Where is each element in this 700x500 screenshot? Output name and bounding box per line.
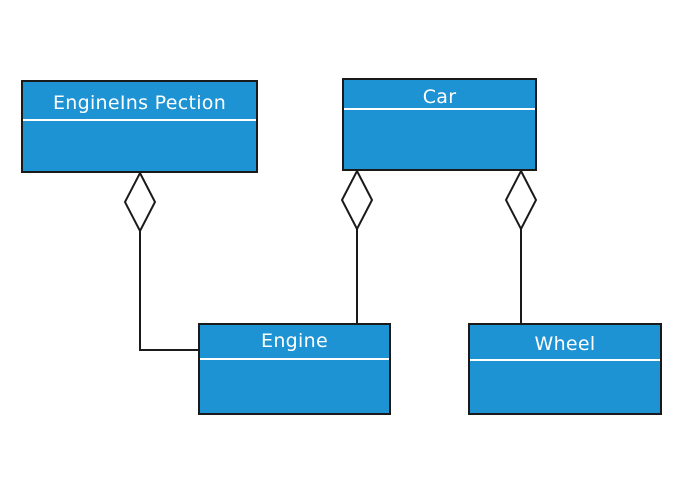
class-divider: [344, 108, 535, 110]
class-divider: [470, 359, 660, 361]
class-engine[interactable]: Engine: [198, 323, 391, 415]
class-divider: [200, 358, 389, 360]
class-name-wheel: Wheel: [534, 333, 596, 355]
aggregation-diamond-car-wheel: [504, 168, 538, 232]
class-name-car: Car: [422, 86, 457, 108]
class-wheel[interactable]: Wheel: [468, 323, 662, 415]
aggregation-line-engine-inspection-engine: [139, 231, 199, 351]
class-name-engine-inspection: EngineIns Pection: [52, 92, 227, 114]
class-car[interactable]: Car: [342, 78, 537, 171]
class-engine-inspection[interactable]: EngineIns Pection: [21, 80, 258, 173]
class-name-engine: Engine: [261, 330, 328, 352]
aggregation-diamond-engine-inspection: [123, 170, 157, 234]
class-divider: [23, 119, 256, 121]
aggregation-diamond-car-engine: [340, 168, 374, 232]
